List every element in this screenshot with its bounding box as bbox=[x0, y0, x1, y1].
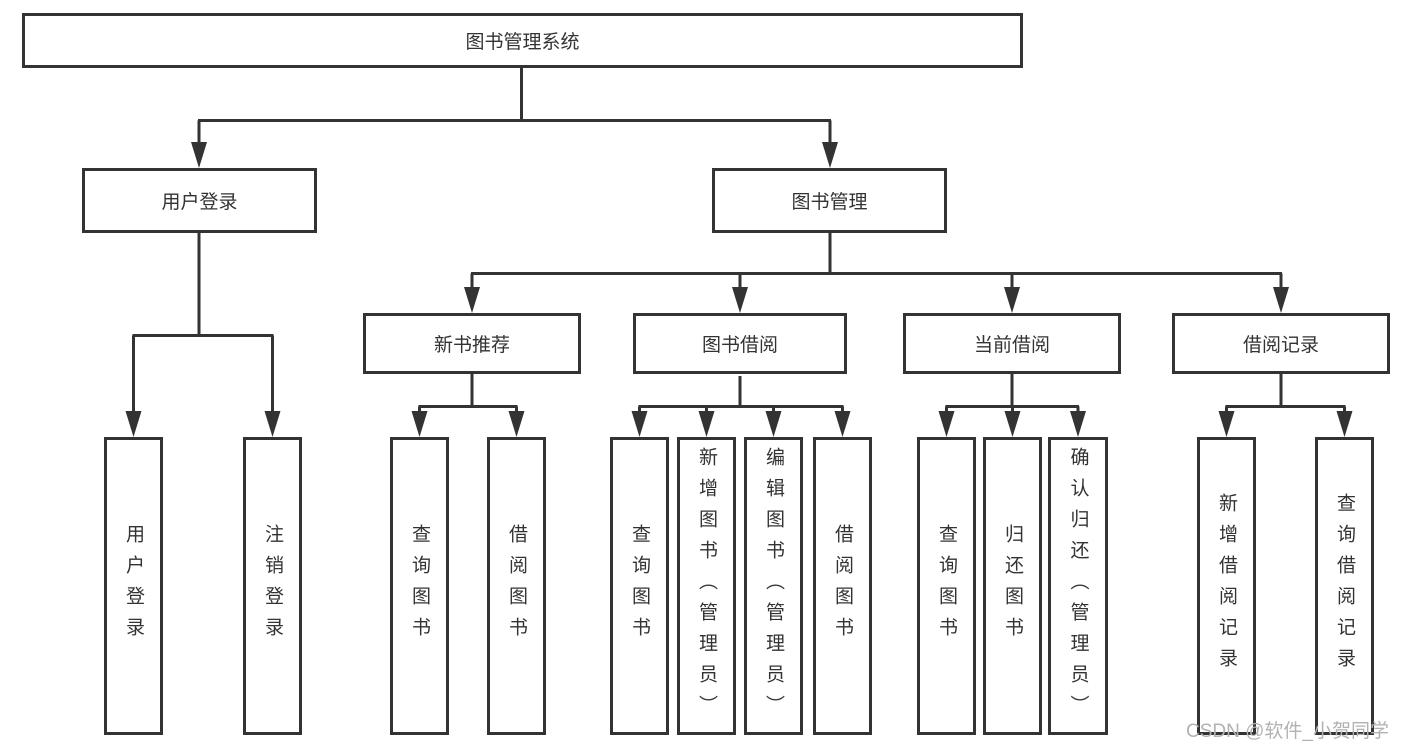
watermark-text: CSDN @软件_小贺同学 bbox=[1186, 721, 1389, 742]
node-label: 确认归还（管理员） bbox=[1067, 446, 1089, 726]
leaf-query-books-recommend: 查询图书 bbox=[390, 437, 449, 735]
node-new-book-recommendation: 新书推荐 bbox=[363, 313, 581, 374]
leaf-edit-books-admin: 编辑图书（管理员） bbox=[744, 437, 803, 735]
node-label: 归还图书 bbox=[1002, 524, 1023, 648]
node-label: 新增图书（管理员） bbox=[696, 446, 717, 726]
leaf-query-books-borrowing: 查询图书 bbox=[610, 437, 669, 735]
arrowhead-icon bbox=[938, 411, 955, 437]
arrowhead-icon bbox=[1004, 287, 1020, 313]
arrowhead-icon bbox=[1218, 411, 1235, 437]
leaf-query-borrow-record: 查询借阅记录 bbox=[1315, 437, 1374, 735]
arrowhead-icon bbox=[1336, 411, 1353, 437]
leaf-return-books: 归还图书 bbox=[983, 437, 1042, 735]
arrowhead-icon bbox=[1004, 411, 1021, 437]
arrowhead-icon bbox=[508, 411, 525, 437]
leaf-user-login: 用户登录 bbox=[104, 437, 163, 735]
leaf-add-borrow-record: 新增借阅记录 bbox=[1197, 437, 1256, 735]
arrowhead-icon bbox=[464, 287, 480, 313]
node-label: 图书管理 bbox=[791, 192, 868, 213]
arrowhead-icon bbox=[1070, 411, 1086, 437]
node-user-login: 用户登录 bbox=[82, 168, 317, 233]
node-label: 查询图书 bbox=[409, 524, 430, 648]
node-label: 借阅图书 bbox=[506, 524, 527, 648]
node-label: 借阅记录 bbox=[1242, 335, 1319, 356]
leaf-borrow-books-recommend: 借阅图书 bbox=[487, 437, 546, 735]
node-label: 图书管理系统 bbox=[465, 32, 580, 53]
node-label: 新书推荐 bbox=[433, 335, 510, 356]
arrowhead-icon bbox=[411, 411, 428, 437]
node-label: 当前借阅 bbox=[973, 335, 1050, 356]
arrowhead-icon bbox=[125, 411, 142, 437]
arrowheads bbox=[125, 142, 1353, 437]
arrowhead-icon bbox=[264, 411, 281, 437]
leaf-logout: 注销登录 bbox=[243, 437, 302, 735]
arrowhead-icon bbox=[834, 411, 851, 437]
node-label: 编辑图书（管理员） bbox=[763, 446, 784, 726]
leaf-add-books-admin: 新增图书（管理员） bbox=[677, 437, 736, 735]
node-label: 查询借阅记录 bbox=[1334, 493, 1355, 679]
node-label: 查询图书 bbox=[629, 524, 650, 648]
node-label: 用户登录 bbox=[123, 524, 144, 648]
node-label: 新增借阅记录 bbox=[1216, 493, 1237, 679]
leaf-confirm-return-admin: 确认归还（管理员） bbox=[1048, 437, 1108, 735]
connector-lines bbox=[132, 68, 1346, 413]
arrowhead-icon bbox=[1273, 287, 1289, 313]
node-library-system: 图书管理系统 bbox=[22, 13, 1023, 68]
node-label: 借阅图书 bbox=[832, 524, 853, 648]
node-label: 图书借阅 bbox=[701, 335, 778, 356]
node-label: 用户登录 bbox=[161, 192, 238, 213]
leaf-query-books-current: 查询图书 bbox=[917, 437, 976, 735]
node-book-borrowing: 图书借阅 bbox=[633, 313, 847, 374]
node-borrowing-records: 借阅记录 bbox=[1172, 313, 1390, 374]
node-book-management: 图书管理 bbox=[712, 168, 947, 233]
arrowhead-icon bbox=[765, 411, 782, 437]
leaf-borrow-books-borrowing: 借阅图书 bbox=[813, 437, 872, 735]
node-label: 注销登录 bbox=[262, 524, 283, 648]
arrowhead-icon bbox=[191, 142, 207, 168]
arrowhead-icon bbox=[732, 287, 748, 313]
node-current-borrowing: 当前借阅 bbox=[903, 313, 1121, 374]
arrowhead-icon bbox=[698, 411, 715, 437]
node-label: 查询图书 bbox=[936, 524, 957, 648]
arrowhead-icon bbox=[822, 142, 838, 168]
arrowhead-icon bbox=[631, 411, 648, 437]
